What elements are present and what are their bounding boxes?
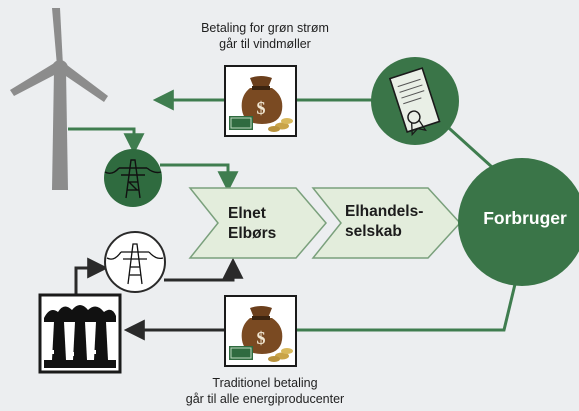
elhandel-label-line2: selskab bbox=[345, 223, 402, 240]
forbruger-label: Forbruger bbox=[483, 208, 567, 228]
connector-forbruger-bottom bbox=[296, 279, 518, 332]
elnet-elbors-label: Elnet Elbørs bbox=[228, 204, 276, 244]
elhandelsselskab-chevron bbox=[311, 187, 462, 259]
top-caption-line1: Betaling for grøn strøm bbox=[201, 21, 329, 35]
money-bag-icon: $ bbox=[224, 295, 297, 367]
certificate-icon bbox=[371, 57, 459, 145]
wind-turbine-icon bbox=[10, 8, 108, 190]
factory-icon bbox=[38, 293, 122, 374]
money-bag-icon: $ bbox=[224, 65, 297, 137]
elhandelsselskab-label: Elhandels- selskab bbox=[345, 202, 423, 242]
top-caption-line2: går til vindmøller bbox=[219, 37, 311, 51]
arrow-green-pylon-to-elnet bbox=[160, 163, 239, 193]
elnet-elbors-chevron bbox=[188, 187, 327, 259]
elhandel-label-line1: Elhandels- bbox=[345, 203, 424, 220]
elnet-label-line2: Elbørs bbox=[228, 225, 277, 242]
white-pylon-icon bbox=[104, 231, 166, 293]
svg-text:$: $ bbox=[257, 328, 266, 348]
svg-text:$: $ bbox=[257, 98, 266, 118]
bottom-caption-line1: Traditionel betaling bbox=[212, 376, 318, 390]
arrow-turbine-to-pylon bbox=[68, 127, 145, 155]
bottom-caption-line2: går til alle energiproducenter bbox=[185, 392, 345, 406]
green-pylon-icon bbox=[104, 149, 162, 207]
arrow-factory-to-pylon bbox=[74, 257, 109, 295]
top-payment-caption: Betaling for grøn strøm går til vindmøll… bbox=[170, 20, 360, 52]
bottom-payment-caption: Traditionel betaling går til alle energi… bbox=[130, 375, 400, 407]
forbruger-circle bbox=[458, 158, 579, 286]
elnet-label-line1: Elnet bbox=[228, 205, 266, 222]
arrow-white-pylon-to-elnet bbox=[164, 257, 244, 282]
